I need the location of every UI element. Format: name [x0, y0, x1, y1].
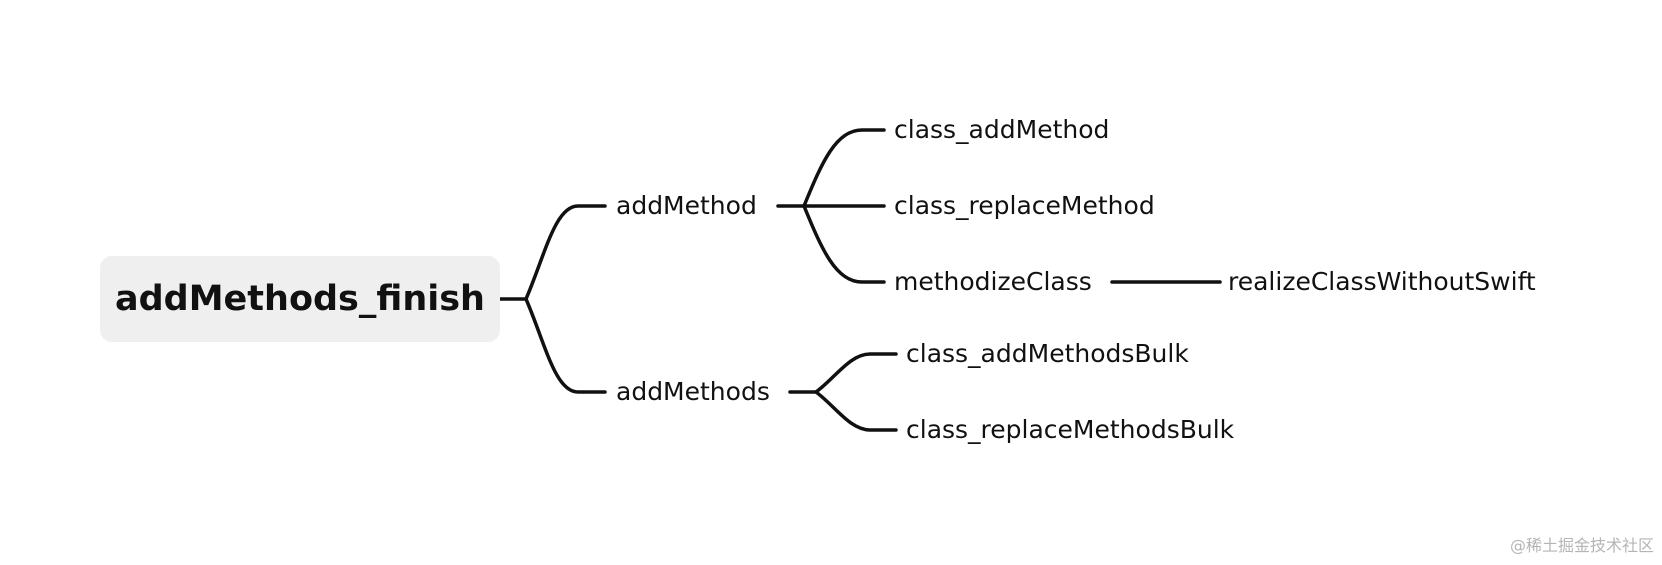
connector-class-addmethodsbulk — [814, 352, 898, 394]
connector-root-addmethods — [524, 297, 607, 394]
node-addmethod: addMethod — [616, 191, 757, 220]
connector-class-replacemethodsbulk — [814, 390, 898, 432]
connector-root-addmethod — [524, 204, 607, 301]
connector-methodizeclass — [802, 204, 886, 284]
node-class-replacemethodsbulk: class_replaceMethodsBulk — [906, 415, 1235, 444]
root-node: addMethods_finish — [100, 256, 500, 342]
connector-class-addmethod — [802, 128, 886, 208]
node-methodizeclass: methodizeClass — [894, 267, 1092, 296]
node-class-replacemethod: class_replaceMethod — [894, 191, 1155, 220]
node-addmethods: addMethods — [616, 377, 770, 406]
node-realizeclasswithoutswift: realizeClassWithoutSwift — [1228, 267, 1536, 296]
watermark: @稀土掘金技术社区 — [1509, 536, 1654, 555]
node-class-addmethod: class_addMethod — [894, 115, 1110, 144]
root-label: addMethods_finish — [115, 279, 485, 319]
node-class-addmethodsbulk: class_addMethodsBulk — [906, 339, 1189, 368]
